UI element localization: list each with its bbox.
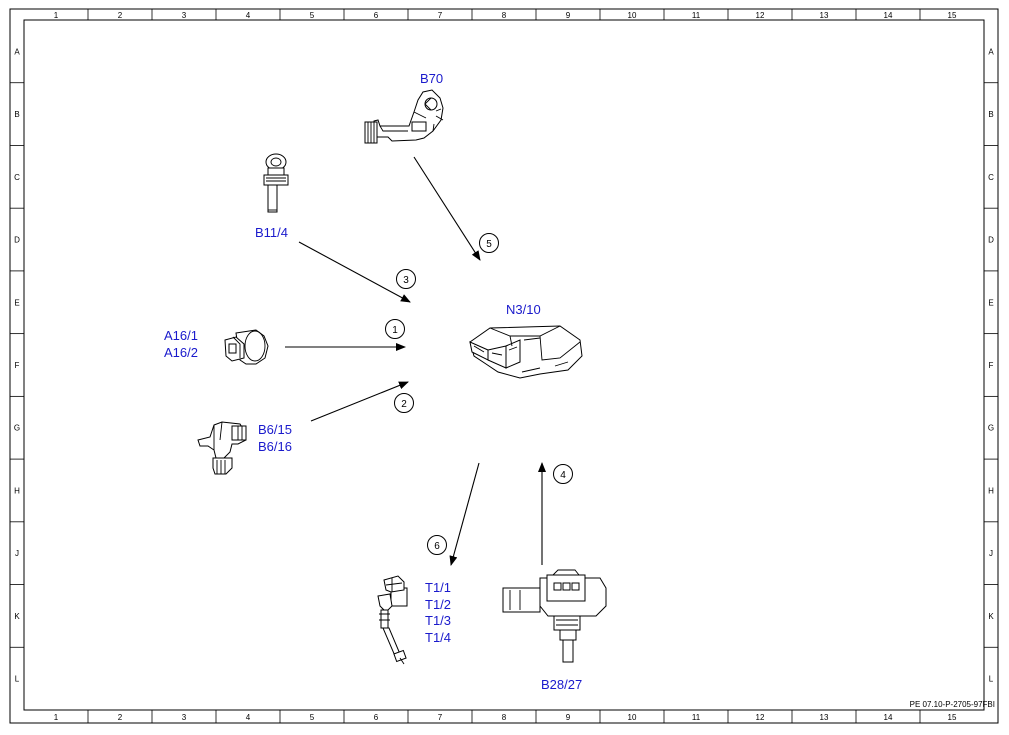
column-number-bottom: 1	[54, 713, 59, 722]
column-number-top: 9	[566, 11, 571, 20]
t1-ignition-coil-drawing	[377, 575, 408, 665]
column-number-bottom: 9	[566, 713, 571, 722]
signal-marker-6: 6	[427, 535, 447, 555]
component-label-a16: A16/1 A16/2	[164, 328, 198, 361]
row-letter-left: A	[14, 47, 20, 56]
component-label-b6: B6/15 B6/16	[258, 422, 292, 455]
component-label-n3-10: N3/10	[506, 302, 541, 317]
component-label-b70: B70	[420, 71, 444, 86]
row-letter-right: D	[988, 236, 994, 245]
signal-marker-5-number: 5	[486, 239, 492, 250]
row-letter-right: J	[989, 549, 993, 558]
column-number-bottom: 8	[502, 713, 507, 722]
column-number-top: 5	[310, 11, 315, 20]
a16-sensor-drawing	[224, 329, 269, 365]
column-number-top: 13	[820, 11, 829, 20]
inner-frame	[23, 19, 985, 711]
row-letter-left: F	[15, 361, 20, 370]
row-letter-right: K	[988, 612, 994, 621]
column-number-bottom: 5	[310, 713, 315, 722]
column-number-bottom: 14	[884, 713, 893, 722]
row-letter-right: B	[988, 110, 993, 119]
column-number-bottom: 2	[118, 713, 123, 722]
row-letter-left: G	[14, 424, 20, 433]
b11-4-sensor-drawing	[263, 153, 289, 213]
signal-marker-2-number: 2	[401, 399, 407, 410]
row-letter-right: F	[989, 361, 994, 370]
column-number-top: 6	[374, 11, 379, 20]
row-letter-right: A	[988, 47, 994, 56]
row-ruler-left: A B C D E F G H J K L	[10, 47, 24, 684]
column-number-bottom: 4	[246, 713, 251, 722]
component-label-b6-16: B6/16	[258, 438, 292, 454]
b70-sensor-drawing	[364, 89, 444, 144]
column-number-bottom: 7	[438, 713, 443, 722]
signal-marker-2: 2	[394, 393, 414, 413]
signal-marker-6-number: 6	[434, 541, 440, 552]
column-number-top: 1	[54, 11, 59, 20]
signal-marker-3-number: 3	[403, 275, 409, 286]
column-number-bottom: 6	[374, 713, 379, 722]
column-number-top: 12	[756, 11, 765, 20]
column-number-top: 2	[118, 11, 123, 20]
signal-arrow-3	[298, 241, 411, 303]
row-letter-left: J	[15, 549, 19, 558]
signal-marker-4: 4	[553, 464, 573, 484]
row-letter-right: H	[988, 486, 994, 495]
signal-marker-5: 5	[479, 233, 499, 253]
signal-arrow-2	[310, 381, 409, 422]
row-letter-left: K	[14, 612, 20, 621]
column-number-top: 3	[182, 11, 187, 20]
column-number-top: 7	[438, 11, 443, 20]
component-label-b11-4: B11/4	[255, 225, 289, 240]
row-letter-left: B	[14, 110, 19, 119]
column-number-top: 14	[884, 11, 893, 20]
row-letter-left: C	[14, 173, 20, 182]
row-letter-right: E	[988, 298, 993, 307]
signal-arrow-6	[449, 462, 480, 566]
column-number-top: 4	[246, 11, 251, 20]
signal-marker-1: 1	[385, 319, 405, 339]
row-letter-left: H	[14, 486, 20, 495]
row-letter-left: D	[14, 236, 20, 245]
drawing-code: PE 07.10-P-2705-97FBI	[909, 700, 995, 709]
column-number-bottom: 12	[756, 713, 765, 722]
component-label-t1-4: T1/4	[425, 629, 452, 645]
component-label-a16-1: A16/1	[164, 328, 198, 343]
component-label-b28-27: B28/27	[541, 677, 583, 692]
component-label-t1: T1/1 T1/2 T1/3 T1/4	[425, 580, 451, 646]
column-number-bottom: 13	[820, 713, 829, 722]
n3-10-control-unit-drawing	[469, 325, 583, 379]
signal-marker-3: 3	[396, 269, 416, 289]
row-letter-left: L	[15, 675, 20, 684]
column-number-bottom: 11	[692, 713, 701, 722]
component-label-t1-2: T1/2	[425, 596, 452, 612]
row-letter-right: L	[989, 675, 994, 684]
column-number-bottom: 10	[628, 713, 637, 722]
row-ruler-right: A B C D E F G H J K L	[984, 47, 998, 684]
row-letter-right: C	[988, 173, 994, 182]
component-label-b6-15: B6/15	[258, 422, 292, 437]
signal-marker-4-number: 4	[560, 470, 566, 481]
column-number-top: 11	[692, 11, 701, 20]
column-number-top: 8	[502, 11, 507, 20]
b28-27-sensor-drawing	[502, 569, 607, 663]
b6-sensor-drawing	[197, 421, 247, 475]
row-letter-right: G	[988, 424, 994, 433]
signal-marker-1-number: 1	[392, 325, 398, 336]
column-number-bottom: 3	[182, 713, 187, 722]
component-label-t1-3: T1/3	[425, 613, 452, 628]
column-number-top: 15	[948, 11, 957, 20]
component-label-a16-2: A16/2	[164, 344, 198, 360]
column-number-bottom: 15	[948, 713, 957, 722]
outer-frame	[9, 8, 999, 724]
component-label-t1-1: T1/1	[425, 580, 452, 595]
column-number-top: 10	[628, 11, 637, 20]
row-letter-left: E	[14, 298, 19, 307]
signal-arrow-5	[413, 156, 481, 261]
